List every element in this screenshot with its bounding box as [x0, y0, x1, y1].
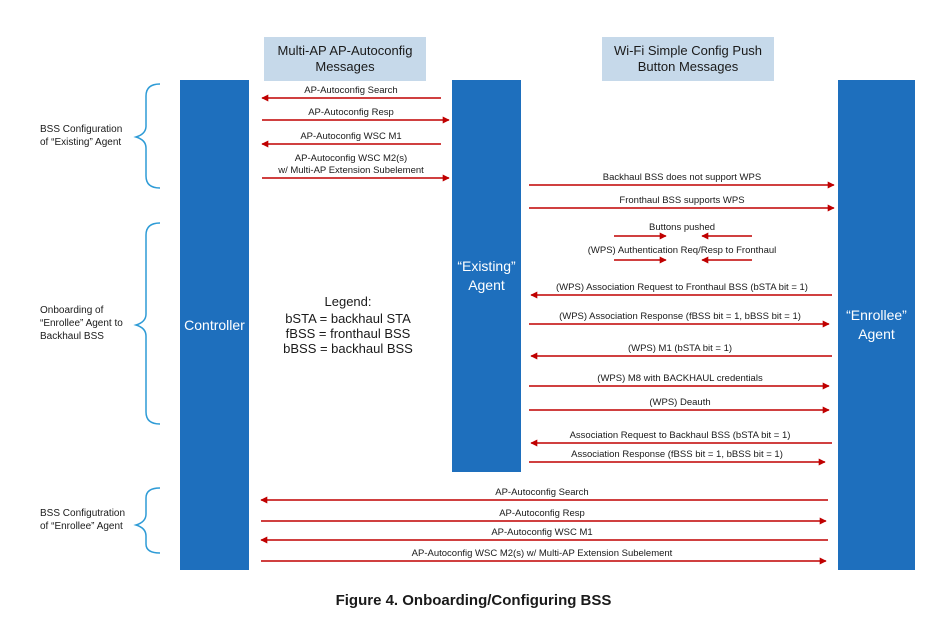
msg-existing-wsc-m2-label-line2: w/ Multi-AP Extension Subelement [277, 165, 424, 176]
msg-auth-label: (WPS) Authentication Req/Resp to Frontha… [588, 245, 777, 256]
msg-fronthaul-wps-label: Fronthaul BSS supports WPS [619, 195, 744, 206]
phase-enrollee-line2: of “Enrollee” Agent [40, 521, 123, 532]
msg-wps-deauth-label: (WPS) Deauth [649, 397, 710, 408]
enrollee-agent-label-line1: “Enrollee” [846, 307, 907, 323]
msg-backhaul-assoc-req-label: Association Request to Backhaul BSS (bST… [570, 430, 791, 441]
legend-title: Legend: [324, 294, 372, 309]
brace-existing-config [133, 83, 161, 189]
phase-existing-line2: of “Existing” Agent [40, 137, 122, 148]
existing-agent-lifeline: “Existing” Agent [452, 80, 521, 472]
msg-wps-assoc-req-label: (WPS) Association Request to Fronthaul B… [556, 282, 808, 293]
brace-onboarding [133, 222, 161, 425]
msg-enrollee-wsc-m2-label: AP-Autoconfig WSC M2(s) w/ Multi-AP Exte… [412, 548, 673, 559]
legend: Legend: bSTA = backhaul STA fBSS = front… [268, 294, 428, 356]
existing-agent-label-line2: Agent [468, 277, 505, 293]
phase-existing-line1: BSS Configuration [40, 124, 123, 135]
msg-backhaul-no-wps-label: Backhaul BSS does not support WPS [603, 172, 761, 183]
header-autoconfig-line1: Multi-AP AP-Autoconfig [277, 43, 413, 58]
msg-wps-m8-label: (WPS) M8 with BACKHAUL credentials [597, 373, 763, 384]
legend-bbss: bBSS = backhaul BSS [283, 341, 413, 356]
legend-fbss: fBSS = fronthaul BSS [285, 326, 411, 341]
existing-agent-label-line1: “Existing” [457, 258, 516, 274]
msg-existing-wsc-m2-label-line1: AP-Autoconfig WSC M2(s) [295, 153, 407, 164]
header-autoconfig-messages: Multi-AP AP-Autoconfig Messages [264, 37, 426, 81]
msg-enrollee-autoconfig-search-label: AP-Autoconfig Search [495, 487, 588, 498]
header-wps-messages: Wi-Fi Simple Config Push Button Messages [602, 37, 774, 81]
phase-onboarding-line3: Backhaul BSS [40, 331, 104, 342]
phase-onboarding: Onboarding of “Enrollee” Agent to Backha… [40, 304, 123, 343]
enrollee-agent-lifeline: “Enrollee” Agent [838, 80, 915, 570]
controller-label: Controller [184, 316, 245, 333]
header-wps-line2: Button Messages [637, 59, 739, 74]
msg-wps-assoc-resp-label: (WPS) Association Response (fBSS bit = 1… [559, 311, 801, 322]
msg-backhaul-assoc-resp-label: Association Response (fBSS bit = 1, bBSS… [571, 449, 783, 460]
msg-enrollee-autoconfig-resp-label: AP-Autoconfig Resp [499, 508, 585, 519]
phase-enrollee-bss-config: BSS Configutration of “Enrollee” Agent [40, 507, 125, 533]
controller-lifeline: Controller [180, 80, 249, 570]
msg-existing-autoconfig-search-label: AP-Autoconfig Search [304, 85, 397, 96]
phase-enrollee-line1: BSS Configutration [40, 508, 126, 519]
msg-buttons-pushed-label: Buttons pushed [649, 222, 715, 233]
brace-enrollee-config [133, 487, 161, 554]
phase-onboarding-line1: Onboarding of [40, 305, 104, 316]
phase-onboarding-line2: “Enrollee” Agent to [40, 318, 123, 329]
msg-existing-autoconfig-resp-label: AP-Autoconfig Resp [308, 107, 394, 118]
phase-existing-bss-config: BSS Configuration of “Existing” Agent [40, 123, 122, 149]
figure-caption: Figure 4. Onboarding/Configuring BSS [335, 592, 612, 609]
header-autoconfig-line2: Messages [315, 59, 375, 74]
header-wps-line1: Wi-Fi Simple Config Push [613, 43, 763, 58]
legend-bsta: bSTA = backhaul STA [285, 311, 411, 326]
msg-wps-m1-label: (WPS) M1 (bSTA bit = 1) [628, 343, 732, 354]
enrollee-agent-label-line2: Agent [858, 326, 895, 342]
msg-existing-wsc-m1-label: AP-Autoconfig WSC M1 [300, 131, 401, 142]
msg-enrollee-wsc-m1-label: AP-Autoconfig WSC M1 [491, 527, 592, 538]
